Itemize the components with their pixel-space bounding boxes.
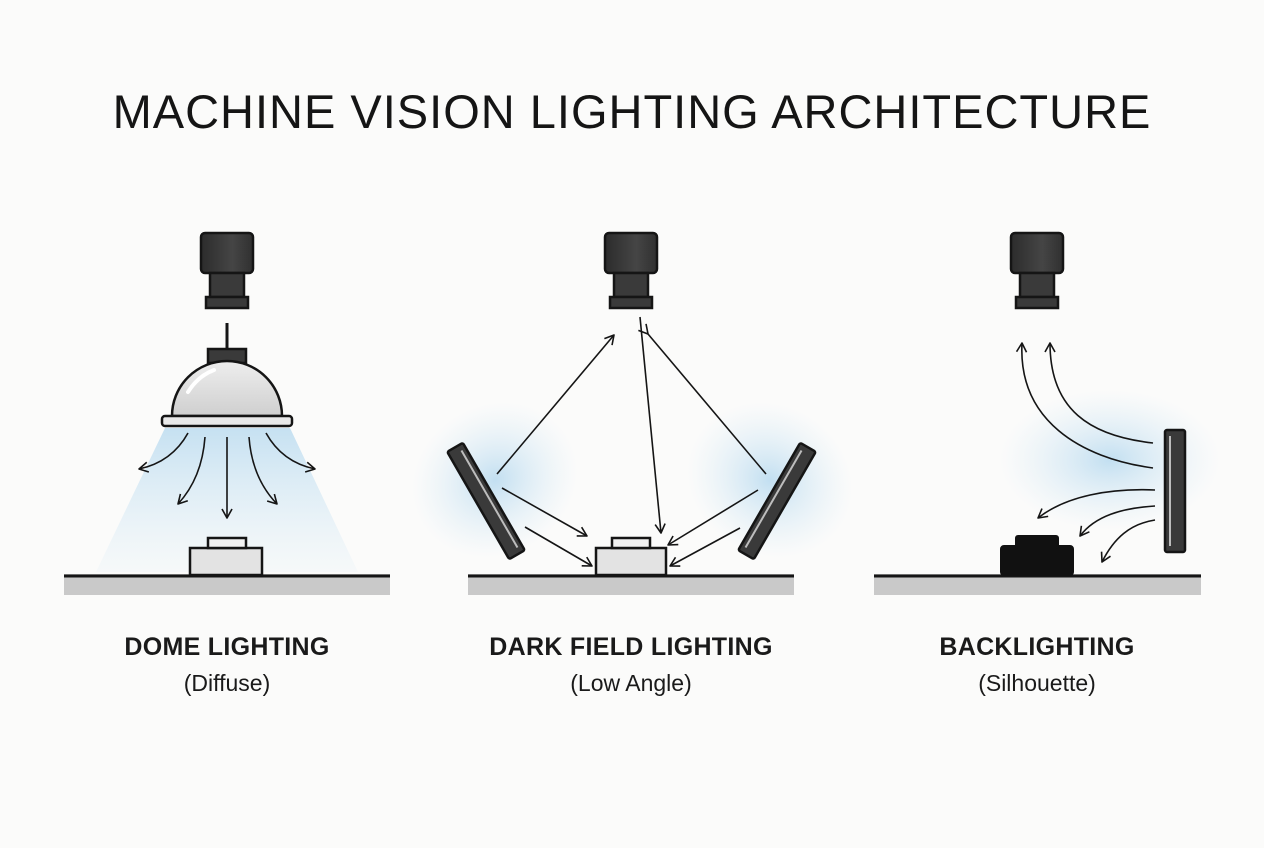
dark-field-subtitle: (Low Angle)	[570, 670, 692, 696]
dark-field-part-base	[594, 546, 668, 577]
dark-field-right-glow	[687, 402, 853, 558]
left-light-bar-icon	[446, 442, 526, 560]
panel-backlighting	[874, 231, 1220, 595]
dome-subtitle: (Diffuse)	[183, 670, 271, 696]
dark-field-left-glow	[412, 402, 578, 558]
panel-dome-lighting	[64, 231, 390, 595]
dome-light-icon	[160, 323, 294, 428]
camera-icon	[199, 231, 255, 310]
dark-field-light-rays	[496, 316, 767, 567]
dome-light-rays	[138, 432, 316, 519]
dome-label: DOME LIGHTING (Diffuse)	[47, 633, 407, 697]
dome-title: DOME LIGHTING	[124, 633, 330, 661]
silhouette-part-icon	[1000, 535, 1074, 576]
dome-part-top	[206, 536, 248, 550]
dark-field-part-top	[610, 536, 652, 550]
right-light-bar-icon	[737, 442, 817, 560]
backlighting-subtitle: (Silhouette)	[978, 670, 1096, 696]
backlighting-label: BACKLIGHTING (Silhouette)	[857, 633, 1217, 697]
camera-icon	[1009, 231, 1065, 310]
dome-surface	[64, 574, 390, 595]
page-title: MACHINE VISION LIGHTING ARCHITECTURE	[112, 85, 1152, 138]
backlight-rays	[1015, 342, 1156, 563]
dark-field-title: DARK FIELD LIGHTING	[489, 633, 773, 661]
backlight-glow	[1000, 390, 1220, 530]
dark-field-label: DARK FIELD LIGHTING (Low Angle)	[451, 633, 811, 697]
backlight-surface	[874, 574, 1201, 595]
camera-icon	[603, 231, 659, 310]
dome-part-base	[188, 546, 264, 577]
backlighting-title: BACKLIGHTING	[939, 633, 1135, 661]
dark-field-surface	[468, 574, 794, 595]
panel-dark-field-lighting	[412, 231, 853, 595]
backlight-panel-icon	[1163, 428, 1187, 554]
